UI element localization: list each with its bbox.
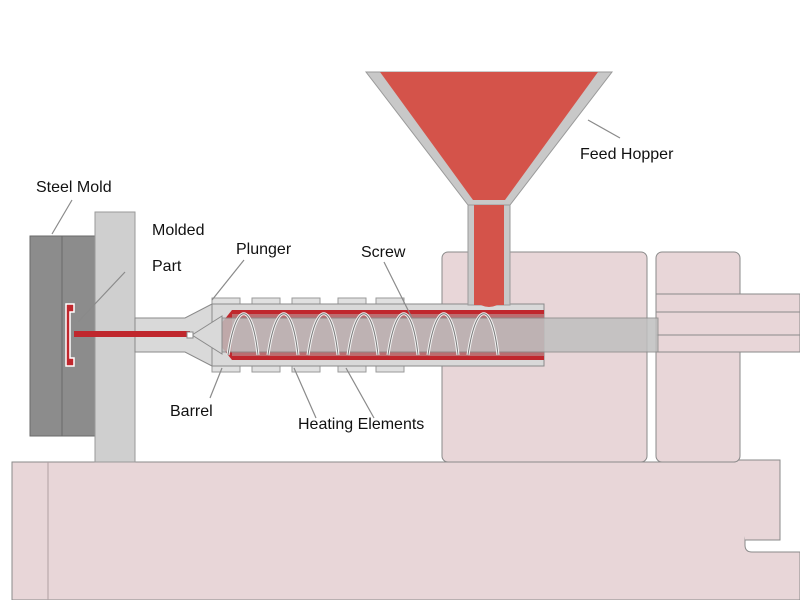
steel-mold-left	[29, 235, 67, 437]
machine-base	[11, 461, 800, 600]
heating-elements-label: Heating Elements	[298, 416, 425, 433]
steel-mold-label: Steel Mold	[36, 179, 112, 196]
screw-shaft	[221, 317, 659, 353]
plunger-label: Plunger	[236, 241, 292, 258]
feed-hopper	[380, 72, 598, 200]
drive-housing	[655, 251, 741, 463]
machine-base-right-notch	[735, 459, 781, 541]
part-label: Part	[152, 258, 182, 275]
hopper-throat	[474, 205, 504, 305]
molded-part	[65, 303, 75, 367]
screw-label: Screw	[361, 244, 406, 261]
feed-hopper-label: Feed Hopper	[580, 146, 674, 163]
barrel-label: Barrel	[170, 403, 213, 420]
heating-elements	[211, 297, 405, 373]
molded-label: Molded	[152, 222, 205, 239]
sprue-runner	[74, 331, 190, 337]
